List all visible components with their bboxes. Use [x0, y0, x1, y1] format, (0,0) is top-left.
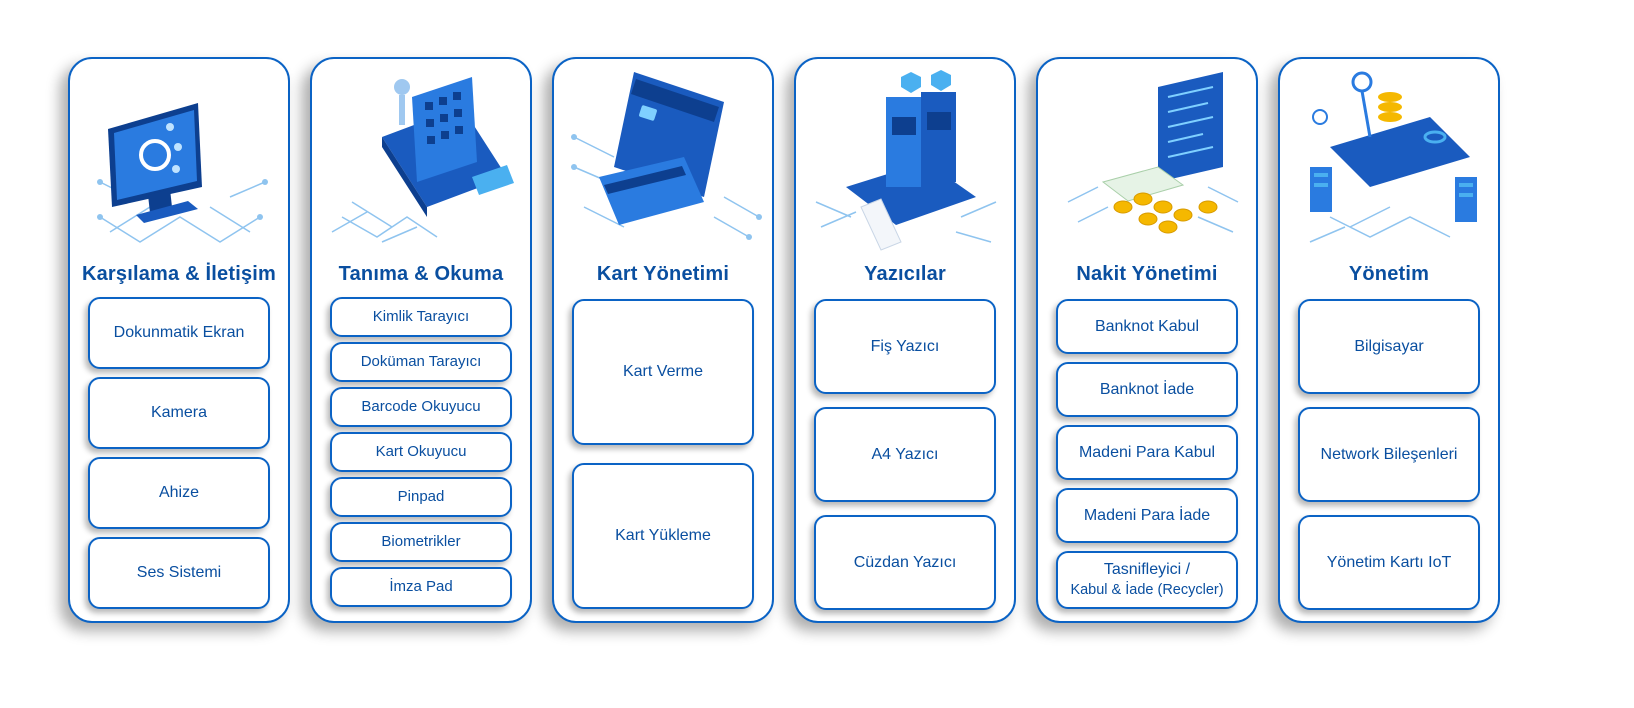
item-dokuman-tarayici[interactable]: Doküman Tarayıcı [330, 342, 512, 382]
item-yonetim-karti-iot[interactable]: Yönetim Kartı IoT [1298, 515, 1480, 610]
item-banknot-iade[interactable]: Banknot İade [1056, 362, 1238, 417]
item-network-bilesenleri[interactable]: Network Bileşenleri [1298, 407, 1480, 502]
column-yazicilar: Yazıcılar Fiş Yazıcı A4 Yazıcı Cüzdan Ya… [794, 57, 1016, 623]
item-line-2: Kabul & İade (Recycler) [1070, 582, 1224, 598]
item-imza-pad[interactable]: İmza Pad [330, 567, 512, 607]
column-karsilama-iletisim: Karşılama & İletişim Dokunmatik Ekran Ka… [68, 57, 290, 623]
touchscreen-monitor-icon [97, 103, 268, 243]
item-madeni-para-kabul[interactable]: Madeni Para Kabul [1056, 425, 1238, 480]
credit-card-icon [571, 72, 762, 240]
column-title: Yönetim [1348, 263, 1430, 285]
column-kart-yonetimi: Kart Yönetimi Kart Verme Kart Yükleme [552, 57, 774, 623]
item-kimlik-tarayici[interactable]: Kimlik Tarayıcı [330, 297, 512, 337]
item-barcode-okuyucu[interactable]: Barcode Okuyucu [330, 387, 512, 427]
item-tasnifleyici-recycler[interactable]: Tasnifleyici / Kabul & İade (Recycler) [1056, 551, 1238, 609]
servers-network-icon [1309, 71, 1477, 243]
item-kart-okuyucu[interactable]: Kart Okuyucu [330, 432, 512, 472]
item-kart-yukleme[interactable]: Kart Yükleme [572, 463, 754, 609]
printer-icon [815, 70, 997, 251]
item-fis-yazici[interactable]: Fiş Yazıcı [814, 299, 996, 394]
item-banknot-kabul[interactable]: Banknot Kabul [1056, 299, 1238, 354]
item-kamera[interactable]: Kamera [88, 377, 270, 449]
column-yonetim: Yönetim Bilgisayar Network Bileşenleri Y… [1278, 57, 1500, 623]
item-bilgisayar[interactable]: Bilgisayar [1298, 299, 1480, 394]
column-tanima-okuma: Tanıma & Okuma Kimlik Tarayıcı Doküman T… [310, 57, 532, 623]
column-title: Karşılama & İletişim [81, 263, 277, 285]
column-nakit-yonetimi: Nakit Yönetimi Banknot Kabul Banknot İad… [1036, 57, 1258, 623]
item-ses-sistemi[interactable]: Ses Sistemi [88, 537, 270, 609]
item-cuzdan-yazici[interactable]: Cüzdan Yazıcı [814, 515, 996, 610]
item-biometrikler[interactable]: Biometrikler [330, 522, 512, 562]
column-title: Tanıma & Okuma [338, 263, 504, 285]
column-title: Kart Yönetimi [596, 263, 730, 285]
card-reader-scanner-icon [331, 77, 514, 243]
column-title: Nakit Yönetimi [1076, 263, 1218, 285]
item-madeni-para-iade[interactable]: Madeni Para İade [1056, 488, 1238, 543]
column-title: Yazıcılar [864, 263, 946, 285]
item-dokunmatik-ekran[interactable]: Dokunmatik Ekran [88, 297, 270, 369]
item-pinpad[interactable]: Pinpad [330, 477, 512, 517]
item-kart-verme[interactable]: Kart Verme [572, 299, 754, 445]
cash-coins-icon [1067, 72, 1239, 234]
item-a4-yazici[interactable]: A4 Yazıcı [814, 407, 996, 502]
item-line-1: Tasnifleyici / [1103, 561, 1191, 578]
item-ahize[interactable]: Ahize [88, 457, 270, 529]
